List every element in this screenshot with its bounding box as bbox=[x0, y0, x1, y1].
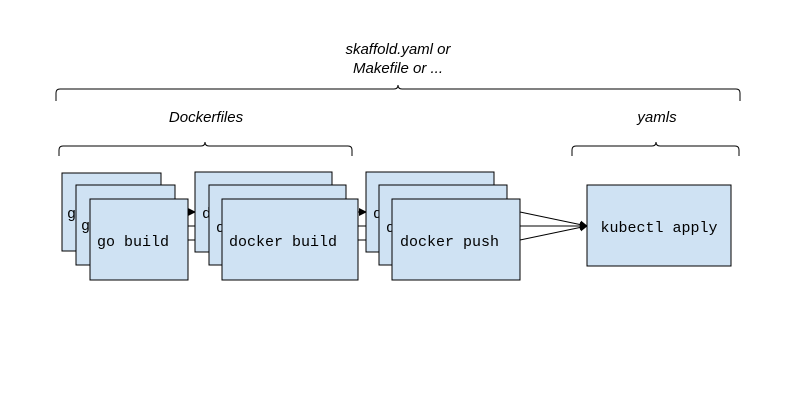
top-brace bbox=[55, 84, 741, 101]
go-build-front-label: go build bbox=[97, 234, 169, 251]
go-build-stack: go build go build go build bbox=[61, 172, 189, 281]
kubectl-apply-label: kubectl apply bbox=[600, 220, 717, 237]
docker-push-box-front bbox=[391, 198, 521, 281]
yamls-brace bbox=[571, 141, 740, 156]
docker-push-stack: docker push docker push docker push bbox=[365, 171, 521, 281]
kubectl-apply-box bbox=[586, 184, 732, 267]
top-label-line1: skaffold.yaml or bbox=[345, 41, 451, 58]
docker-build-front-label: docker build bbox=[229, 234, 337, 251]
go-build-box-front bbox=[89, 198, 189, 281]
dockerfiles-label: Dockerfiles bbox=[169, 109, 244, 126]
top-label-line2: Makefile or ... bbox=[353, 60, 443, 77]
dockerfiles-brace bbox=[58, 141, 353, 156]
arrow-push-to-kubectl-1 bbox=[519, 211, 588, 229]
docker-build-box-front bbox=[221, 198, 359, 281]
arrow-push-to-kubectl-3 bbox=[519, 223, 588, 241]
docker-build-stack: docker build docker build docker build bbox=[194, 171, 359, 281]
yamls-label: yamls bbox=[636, 109, 677, 126]
kubectl-apply-stage: kubectl apply bbox=[586, 184, 732, 267]
docker-push-front-label: docker push bbox=[400, 234, 499, 251]
